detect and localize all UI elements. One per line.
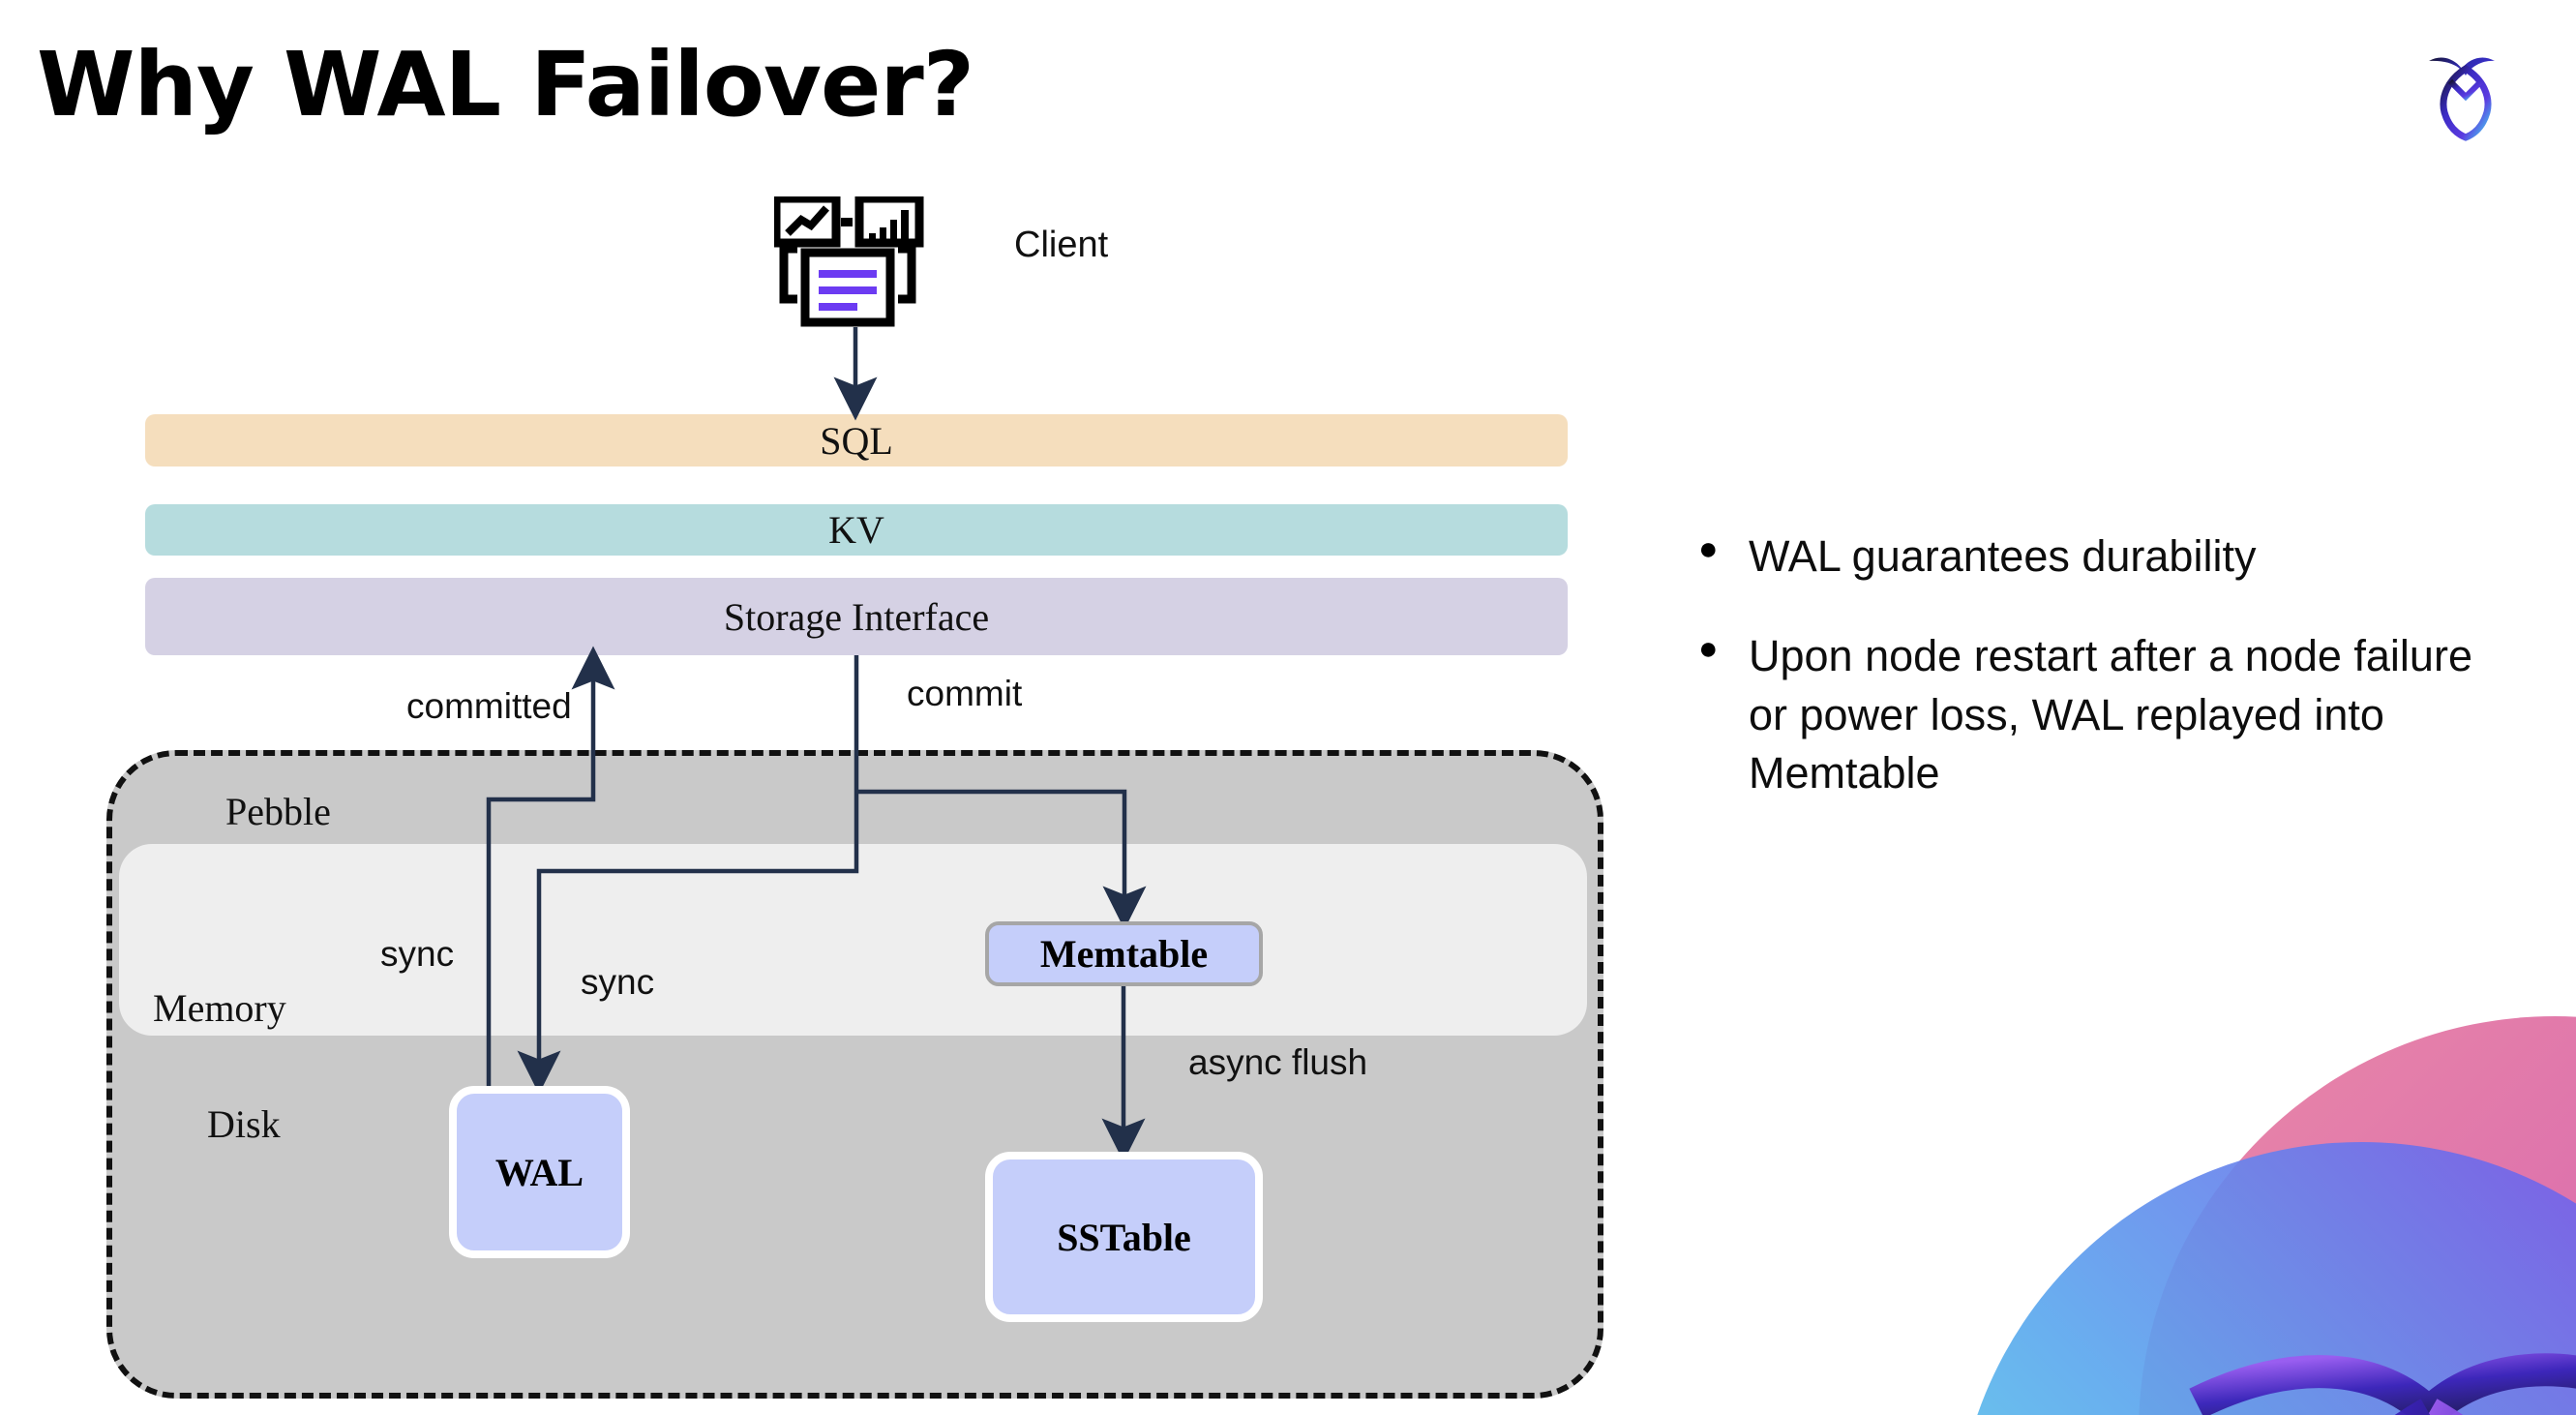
layer-bar-sql: SQL bbox=[145, 414, 1568, 467]
node-label-sstable: SSTable bbox=[1057, 1215, 1191, 1259]
decorative-logo-artwork bbox=[1974, 948, 2576, 1415]
page-title: Why WAL Failover? bbox=[37, 33, 974, 136]
node-label-memtable: Memtable bbox=[1039, 932, 1209, 976]
pebble-label: Pebble bbox=[225, 790, 331, 833]
disk-label: Disk bbox=[207, 1102, 281, 1146]
edge-label-committed: committed bbox=[406, 686, 572, 726]
node-label-wal: WAL bbox=[494, 1150, 584, 1194]
list-item: ● Upon node restart after a node failure… bbox=[1698, 627, 2501, 803]
node-wal: WAL bbox=[449, 1086, 630, 1258]
node-sstable: SSTable bbox=[985, 1152, 1263, 1322]
edge-label-async-flush: async flush bbox=[1188, 1042, 1368, 1082]
layer-bar-kv: KV bbox=[145, 504, 1568, 556]
edge-label-sync-left: sync bbox=[380, 934, 455, 974]
memory-label: Memory bbox=[153, 986, 286, 1030]
client-label: Client bbox=[1014, 225, 1109, 265]
bullet-text: WAL guarantees durability bbox=[1749, 531, 2257, 581]
bullet-list: ● WAL guarantees durability ● Upon node … bbox=[1698, 527, 2501, 844]
bullet-marker: ● bbox=[1698, 629, 1719, 667]
edge-label-commit: commit bbox=[907, 674, 1023, 713]
list-item: ● WAL guarantees durability bbox=[1698, 527, 2501, 587]
layer-label-kv: KV bbox=[828, 508, 884, 552]
memory-zone bbox=[119, 844, 1587, 1036]
bullet-marker: ● bbox=[1698, 530, 1719, 567]
edge-label-sync-right: sync bbox=[581, 962, 655, 1002]
client-dashboard-icon bbox=[771, 194, 924, 327]
node-memtable: Memtable bbox=[985, 921, 1263, 986]
layer-bar-storage-interface: Storage Interface bbox=[145, 578, 1568, 655]
cockroachdb-logo-icon bbox=[2411, 37, 2520, 145]
layer-label-sql: SQL bbox=[820, 418, 893, 463]
bullet-text: Upon node restart after a node failure o… bbox=[1749, 630, 2472, 798]
layer-label-storage-interface: Storage Interface bbox=[723, 594, 990, 639]
